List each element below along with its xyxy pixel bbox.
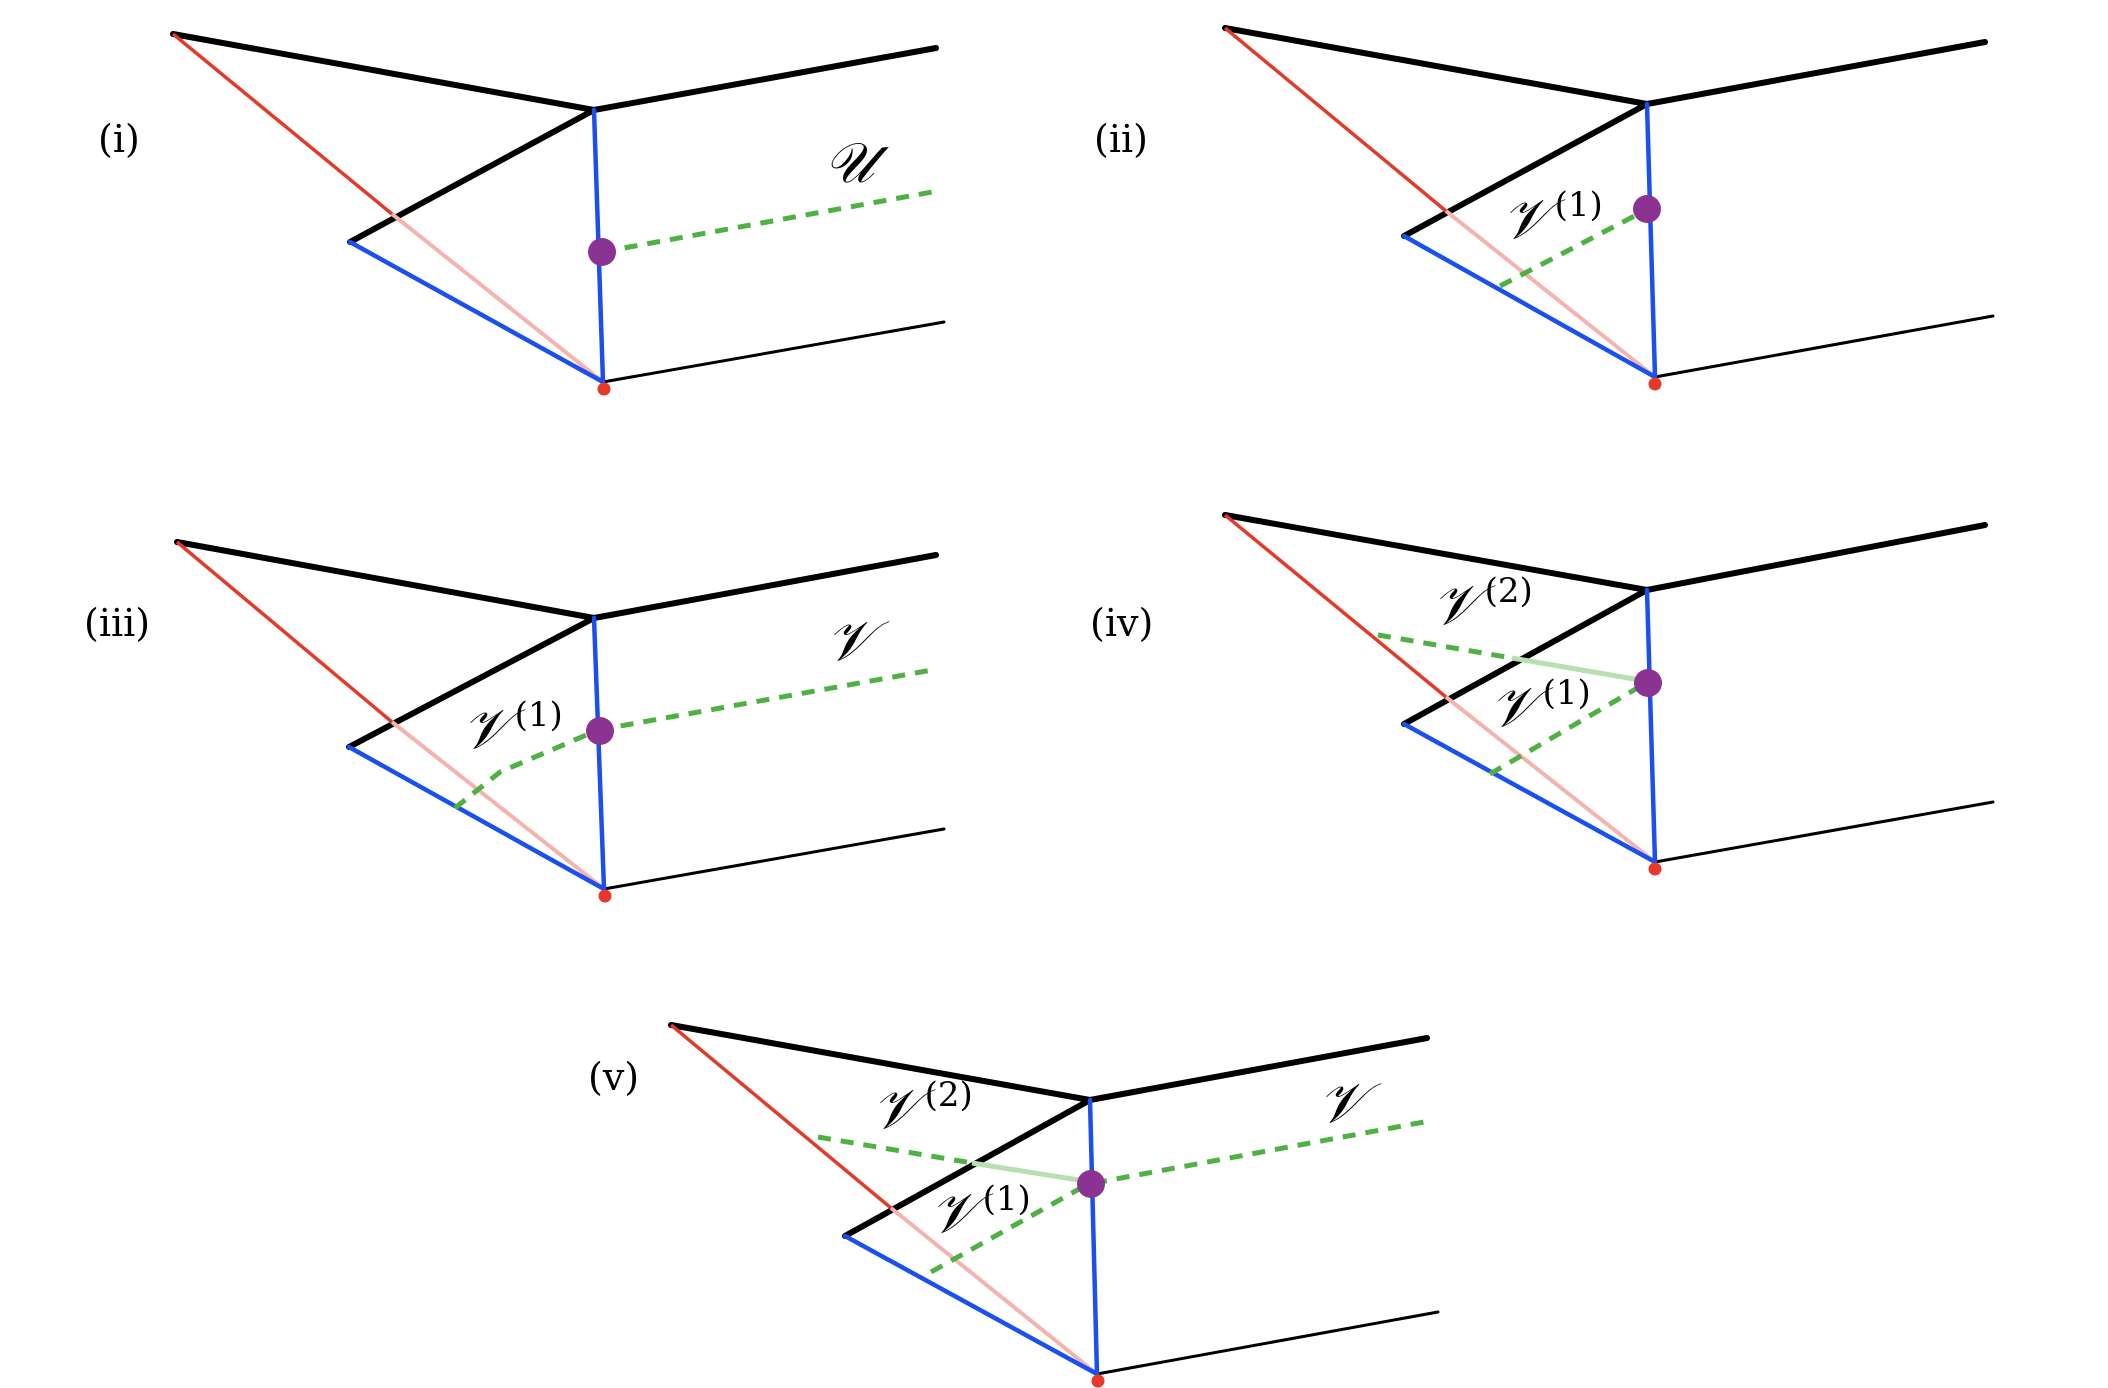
boundary-edge-lower [346, 744, 607, 892]
red-edge-hidden [1444, 209, 1657, 379]
bottom-edge [601, 320, 946, 384]
top-edge [170, 31, 597, 113]
top-right-edge [591, 552, 939, 621]
red-edge-hidden [889, 1206, 1099, 1376]
panel-ii: (ii) 𝒱 (1) [1094, 25, 1995, 391]
bottom-edge [1653, 800, 1995, 864]
middle-edge [1401, 587, 1650, 727]
middle-edge [346, 615, 597, 750]
middle-edge [347, 107, 597, 245]
dashed-path [1498, 207, 1648, 289]
top-right-edge [1644, 522, 1988, 593]
dashed-path-lower [1488, 680, 1648, 777]
boundary-edge-vertical [1087, 1097, 1100, 1377]
red-edge [669, 1023, 893, 1210]
boundary-edge-lower [842, 1233, 1100, 1377]
boundary-edge-lower [1401, 233, 1658, 380]
path-label-outer: 𝒱 [1318, 1071, 1382, 1136]
dashed-path-outer [1093, 1119, 1425, 1186]
top-edge [668, 1022, 1093, 1103]
node [1634, 669, 1662, 697]
dashed-path-upper-hidden [1511, 655, 1641, 683]
path-label-lower: 𝒱 (1) [1490, 673, 1591, 740]
panel-iv: (iv) 𝒱 (2) 𝒱 (1) [1090, 512, 1995, 876]
path-label-upper: 𝒱 (2) [872, 1075, 973, 1142]
panel-iii: (iii) 𝒱 𝒱 (1) [84, 539, 946, 903]
top-edge [174, 539, 597, 621]
path-label: 𝒰 [824, 131, 889, 196]
panel-label: (iii) [84, 601, 150, 645]
red-edge-hidden [1444, 695, 1657, 864]
bottom-edge [1095, 1310, 1440, 1376]
vertex [1091, 1374, 1105, 1388]
node [1077, 1170, 1105, 1198]
node [1633, 195, 1661, 223]
panel-i: (i) 𝒰 [98, 31, 946, 396]
panel-label: (ii) [1094, 117, 1148, 161]
dashed-path-upper-hidden [971, 1160, 1086, 1184]
boundary-edge-lower [347, 239, 606, 385]
path-label-outer: 𝒱 [826, 609, 890, 674]
boundary-edge-vertical [591, 615, 607, 892]
boundary-edge-lower [1401, 721, 1658, 865]
middle-edge [842, 1097, 1093, 1239]
path-label-inner: 𝒱 (1) [462, 695, 563, 762]
top-edge [1222, 25, 1650, 107]
dashed-path-outer [597, 667, 933, 733]
dashed-path-lower [929, 1181, 1090, 1275]
top-edge [1222, 512, 1650, 593]
panel-label: (v) [588, 1055, 639, 1099]
panel-label: (i) [98, 117, 140, 161]
red-edge-hidden [390, 212, 605, 384]
path-label-lower: 𝒱 (1) [930, 1179, 1031, 1246]
panel-label: (iv) [1090, 601, 1153, 645]
dashed-path-upper [817, 1134, 973, 1166]
dashed-path [601, 189, 933, 255]
vertex [598, 889, 612, 903]
top-right-edge [591, 45, 939, 113]
vertex [597, 382, 611, 396]
boundary-edge-vertical [1644, 101, 1658, 380]
red-edge-hidden [390, 720, 606, 891]
top-right-edge [1087, 1035, 1430, 1103]
red-edge [171, 32, 394, 216]
boundary-edge-vertical [1644, 587, 1658, 865]
top-right-edge [1644, 39, 1988, 107]
red-edge [1223, 26, 1448, 213]
panel-v: (v) 𝒱 (2) 𝒱 𝒱 (1) [588, 1022, 1440, 1388]
node [588, 238, 616, 266]
middle-edge [1401, 101, 1650, 239]
vertex [1648, 862, 1662, 876]
bottom-edge [1653, 314, 1995, 379]
vertex [1648, 377, 1662, 391]
path-label-upper: 𝒱 (2) [1432, 571, 1533, 638]
red-edge [1223, 513, 1448, 699]
node [586, 717, 614, 745]
dashed-path-upper [1377, 632, 1513, 661]
dashed-path-inner [453, 727, 599, 810]
red-edge [175, 540, 394, 724]
bottom-edge [602, 827, 946, 891]
